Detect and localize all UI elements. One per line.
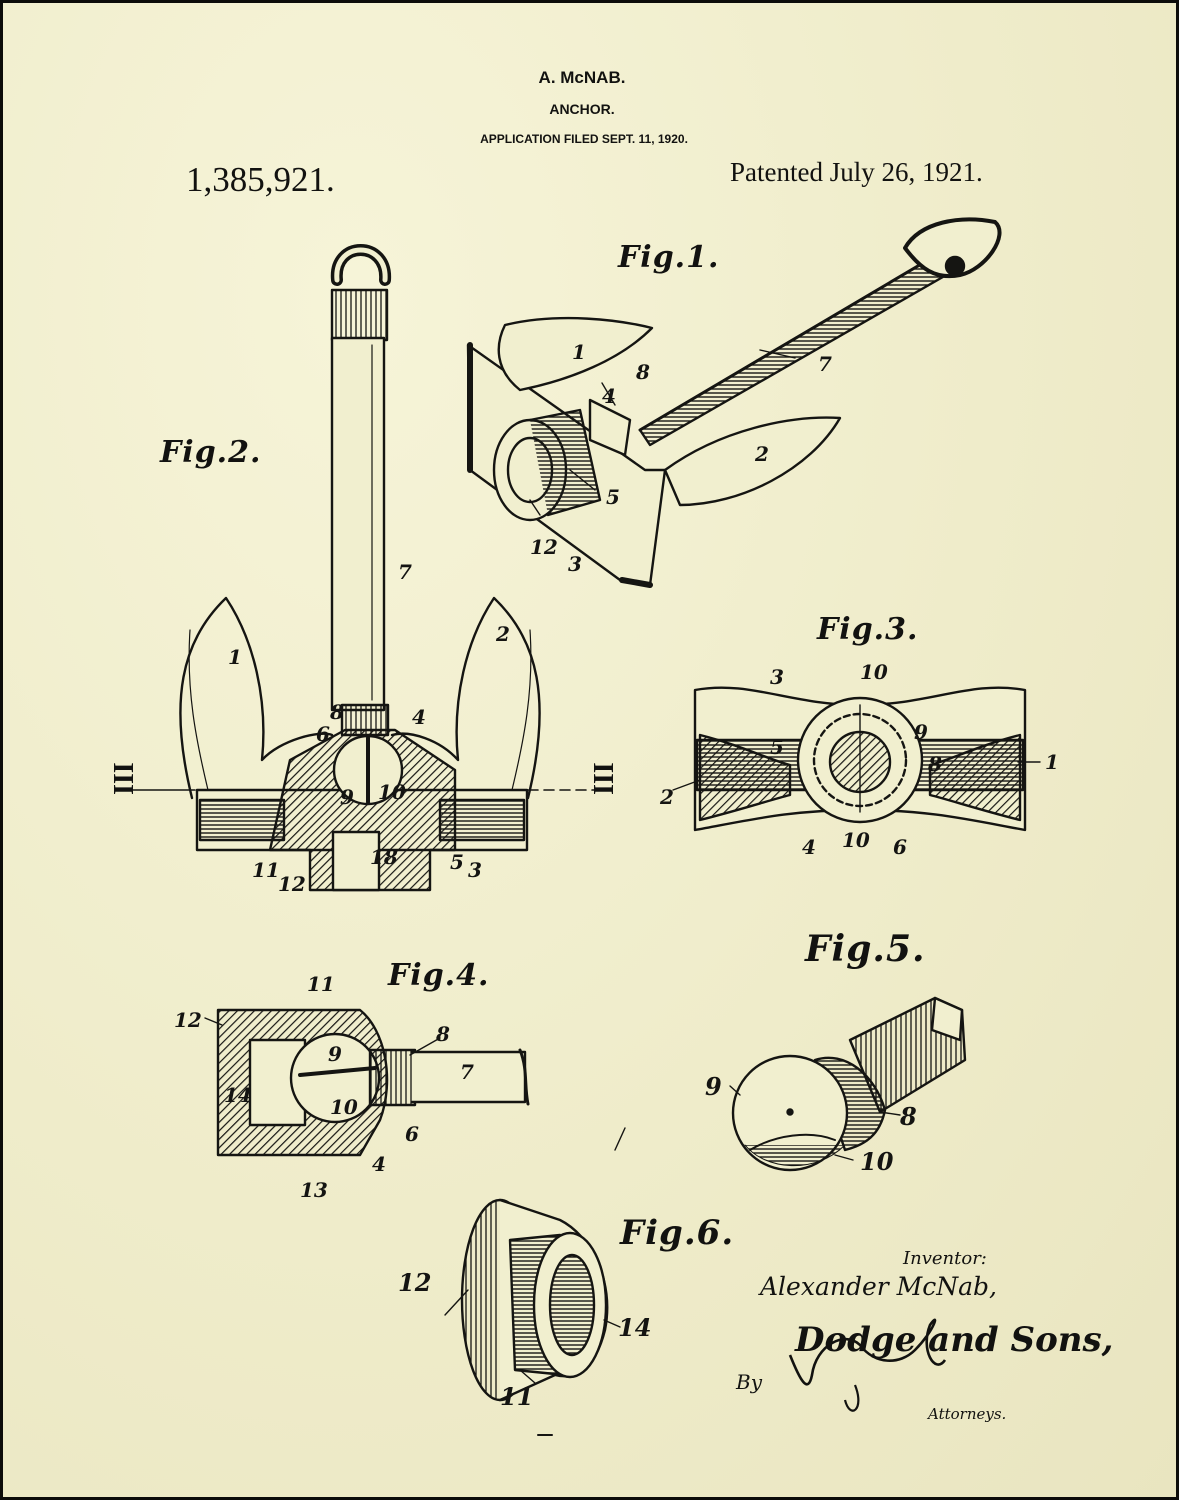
fig1-caption: Fig.1.: [618, 240, 720, 275]
fig2-label: 7: [398, 560, 412, 584]
fig3-label: 8: [928, 752, 942, 776]
fig2-label: 10: [378, 780, 406, 804]
fig4-caption: Fig.4.: [388, 958, 490, 993]
fig3-label: 9: [914, 720, 928, 744]
fig3-label: 3: [770, 665, 784, 689]
fig3-label: 1: [1045, 750, 1059, 774]
patent-number: 1,385,921.: [186, 160, 335, 199]
fig3-label: 4: [802, 835, 816, 859]
fig6-label: 11: [500, 1382, 534, 1411]
fig3-caption: Fig.3.: [817, 612, 919, 647]
signature-flourish: [788, 1318, 947, 1386]
fig2-label: 12: [278, 872, 306, 896]
fig1-label: 5: [606, 485, 620, 509]
fig2-label: 11: [252, 858, 280, 882]
fig2-caption: Fig.2.: [160, 435, 262, 470]
fig4-label: 6: [405, 1122, 419, 1146]
fig5-label: 8: [900, 1102, 917, 1131]
fig2-label: 18: [370, 845, 398, 869]
fig5-label: 9: [705, 1072, 722, 1101]
fig2-label: 3: [468, 858, 482, 882]
section-mark-left: III: [109, 762, 140, 795]
fig4-label: 8: [436, 1022, 450, 1046]
by-label: By: [736, 1370, 762, 1394]
section-mark-right: III: [589, 762, 620, 795]
fig2-label: 2: [496, 622, 510, 646]
fig4-label: 12: [174, 1008, 202, 1032]
fig5-label: 10: [860, 1147, 894, 1176]
fig6-drawing: [460, 1198, 609, 1436]
attorneys-label: Attorneys.: [928, 1405, 1007, 1423]
fig3-label: 10: [842, 828, 870, 852]
fig1-label: 1: [572, 340, 586, 364]
fig2-label: 4: [412, 705, 426, 729]
fig2-label: 9: [340, 785, 354, 809]
fig3-label: 10: [860, 660, 888, 684]
fig1-label: 3: [568, 552, 582, 576]
fig4-label: 10: [330, 1095, 358, 1119]
fig2-label: 5: [450, 850, 464, 874]
fig2-label: 6: [316, 722, 330, 746]
fig4-label: 9: [328, 1042, 342, 1066]
fig3-label: 2: [660, 785, 674, 809]
fig6-caption: Fig.6.: [620, 1213, 735, 1253]
inventor-heading: A. McNAB.: [538, 68, 626, 87]
fig3-label: 5: [770, 735, 784, 759]
fig1-label: 8: [636, 360, 650, 384]
application-filed-line: APPLICATION FILED SEPT. 11, 1920.: [480, 132, 688, 146]
fig4-label: 11: [307, 972, 335, 996]
fig1-label: 4: [602, 384, 616, 408]
invention-title: ANCHOR.: [549, 101, 615, 117]
fig6-label: 12: [398, 1268, 432, 1297]
fig5-caption: Fig.5.: [805, 928, 926, 970]
fig2-label: 1: [228, 645, 242, 669]
inventor-label: Inventor:: [903, 1248, 987, 1269]
fig5-drawing: [731, 996, 967, 1172]
fig4-drawing: [216, 1008, 530, 1157]
fig3-drawing: [693, 686, 1027, 832]
fig6-label: 14: [618, 1313, 652, 1342]
patented-date: Patented July 26, 1921.: [730, 157, 983, 187]
fig4-label: 13: [300, 1178, 328, 1202]
fig4-label: 14: [224, 1083, 252, 1107]
fig2-drawing: [114, 244, 601, 892]
fig1-label: 2: [755, 442, 769, 466]
fig4-label: 7: [460, 1060, 474, 1084]
fig2-label: 8: [330, 700, 344, 724]
fig4-label: 4: [372, 1152, 386, 1176]
attorney-signature: Dodge and Sons,: [795, 1320, 1114, 1360]
fig1-drawing: [466, 217, 1002, 588]
inventor-signature: Alexander McNab,: [760, 1272, 997, 1301]
fig1-label: 7: [818, 352, 832, 376]
fig3-label: 6: [893, 835, 907, 859]
fig1-label: 12: [530, 535, 558, 559]
